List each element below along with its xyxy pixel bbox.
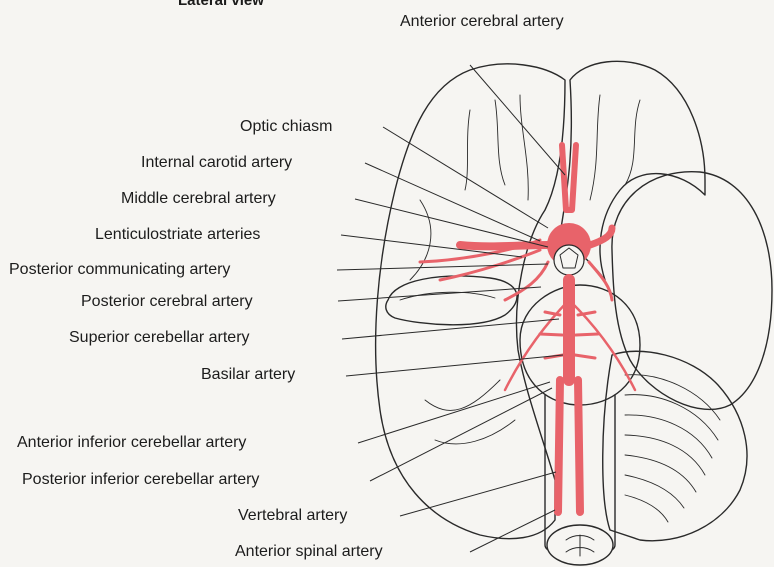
- label-posterior-inferior-cerebellar-artery: Posterior inferior cerebellar artery: [22, 471, 259, 489]
- label-vertebral-artery: Vertebral artery: [238, 507, 347, 525]
- label-basilar-artery: Basilar artery: [201, 366, 295, 384]
- label-lenticulostriate-arteries: Lenticulostriate arteries: [95, 226, 260, 244]
- label-posterior-cerebral-artery: Posterior cerebral artery: [81, 293, 253, 311]
- label-middle-cerebral-artery: Middle cerebral artery: [121, 190, 276, 208]
- label-optic-chiasm: Optic chiasm: [240, 118, 332, 136]
- label-anterior-cerebral-artery: Anterior cerebral artery: [400, 13, 564, 31]
- left-temporal-lobe: [386, 276, 517, 325]
- label-superior-cerebellar-artery: Superior cerebellar artery: [69, 329, 250, 347]
- label-anterior-inferior-cerebellar-artery: Anterior inferior cerebellar artery: [17, 434, 246, 452]
- figure-title: Lateral view: [178, 0, 264, 10]
- label-internal-carotid-artery: Internal carotid artery: [141, 154, 292, 172]
- left-cerebral-hemisphere: [376, 64, 565, 539]
- label-posterior-communicating-artery: Posterior communicating artery: [9, 261, 230, 279]
- right-temporal-lobe: [612, 172, 772, 410]
- label-anterior-spinal-artery: Anterior spinal artery: [235, 543, 383, 561]
